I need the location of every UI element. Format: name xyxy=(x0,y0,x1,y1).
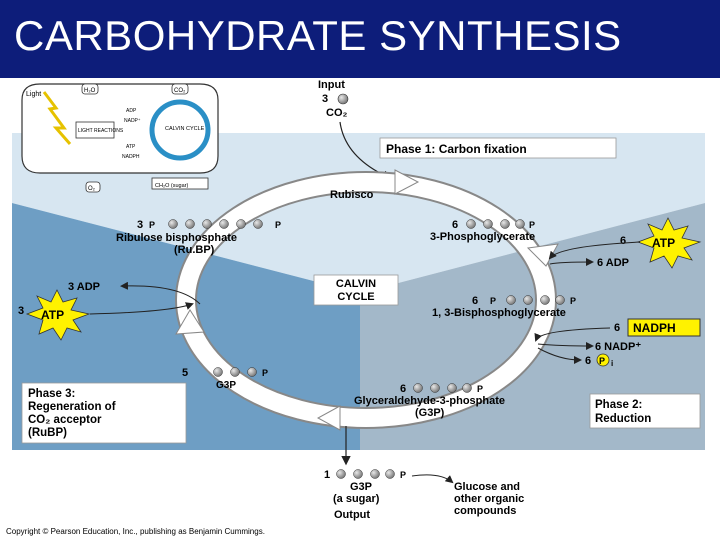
atp3-count: 3 xyxy=(18,305,24,317)
bpg-count: 6 xyxy=(472,295,478,307)
inset-sugar: CH₂O (sugar) xyxy=(155,183,188,189)
adp6-label: 6 ADP xyxy=(597,257,629,269)
g3p5-count: 5 xyxy=(182,367,188,379)
pga-p: P xyxy=(529,220,535,230)
inset-calvin-label: CALVIN CYCLE xyxy=(165,126,205,132)
glucose-line3: compounds xyxy=(454,505,516,517)
output-group: 1 P G3P (a sugar) Output Glucose and oth… xyxy=(324,426,524,521)
rubp-abbr: (Ru.BP) xyxy=(174,244,215,256)
atp3-group: 3 ADP 3 ATP xyxy=(18,281,201,341)
input-molecule: CO₂ xyxy=(326,107,348,119)
g3p6-name: Glyceraldehyde-3-phosphate xyxy=(354,395,505,407)
rubisco-label: Rubisco xyxy=(330,189,374,201)
inset-o2: O₂ xyxy=(88,186,96,192)
g3p6-abbr: (G3P) xyxy=(415,407,445,419)
phase2-line1: Phase 2: xyxy=(595,399,642,411)
inset-co2: CO₂ xyxy=(174,88,186,94)
nadph-label: NADPH xyxy=(633,321,676,335)
atp3-starburst-icon xyxy=(25,289,91,341)
phase3-line4: (RuBP) xyxy=(28,427,67,439)
rubp-name: Ribulose bisphosphate xyxy=(116,232,237,244)
g3p6-p: P xyxy=(477,384,483,394)
inset-light-label: Light xyxy=(26,91,41,98)
pga-count: 6 xyxy=(452,219,458,231)
output-sugar: (a sugar) xyxy=(333,493,380,505)
g3p5-name: G3P xyxy=(216,380,236,391)
bpg-p1: P xyxy=(490,296,496,306)
input-count: 3 xyxy=(322,93,328,105)
center-line2: CYCLE xyxy=(337,291,374,303)
g3p5-p: P xyxy=(262,368,268,378)
phase3-line3: CO₂ acceptor xyxy=(28,414,102,426)
inset-adp: ADP xyxy=(126,108,137,114)
inset-h2o: H₂O xyxy=(84,88,96,94)
bpg-p2: P xyxy=(570,296,576,306)
center-line1: CALVIN xyxy=(336,278,376,290)
g3p6-count: 6 xyxy=(400,383,406,395)
atp3-label: ATP xyxy=(41,308,64,322)
bpg-name: 1, 3-Bisphosphoglycerate xyxy=(432,307,566,319)
atp6-group: 6 ATP 6 ADP xyxy=(548,217,702,269)
pi-circle xyxy=(596,353,610,367)
copyright-text: Copyright © Pearson Education, Inc., pub… xyxy=(6,527,265,536)
nadp6-label: 6 NADP⁺ xyxy=(595,341,641,353)
phase3-line2: Regeneration of xyxy=(28,401,116,413)
pi-label: P xyxy=(599,356,605,366)
rubp-p1: P xyxy=(149,220,155,230)
pga-group: 6 P 3-Phosphoglycerate xyxy=(430,219,535,243)
cycle-arrowhead-top xyxy=(394,169,420,195)
inset-nadp: NADP⁺ xyxy=(124,118,141,124)
g3p6-group: 6 P Glyceraldehyde-3-phosphate (G3P) xyxy=(354,383,505,419)
rubp-p2: P xyxy=(275,220,281,230)
slide-title: CARBOHYDRATE SYNTHESIS xyxy=(14,12,622,59)
pi-count: 6 xyxy=(585,355,591,367)
inset-calvin-circle xyxy=(149,99,211,161)
bpg-group: 6 P P 1, 3-Bisphosphoglycerate xyxy=(432,295,576,319)
atp6-label: ATP xyxy=(652,236,675,250)
nadph-box xyxy=(627,318,701,337)
nadph6-count: 6 xyxy=(614,322,620,334)
glucose-line2: other organic xyxy=(454,493,524,505)
input-label: Input xyxy=(318,79,345,91)
calvin-cycle-diagram: Light LIGHT REACTIONS H₂O CO₂ O₂ CALVIN … xyxy=(6,79,705,536)
co2-molecule-icon xyxy=(337,93,349,105)
nadph-group: 6 NADPH 6 NADP⁺ 6 P i xyxy=(534,318,701,368)
cycle-arrowhead-bottom xyxy=(316,405,341,431)
inset-atp: ATP xyxy=(126,144,136,150)
phase3-line1: Phase 3: xyxy=(28,388,75,400)
lightning-icon xyxy=(42,91,72,145)
output-p: P xyxy=(400,470,406,480)
atp6-starburst-icon xyxy=(636,217,702,269)
atp6-count: 6 xyxy=(620,235,626,247)
adp3-label: 3 ADP xyxy=(68,281,100,293)
output-label: Output xyxy=(334,509,370,521)
inset-nadph: NADPH xyxy=(122,154,140,160)
phase1-label: Phase 1: Carbon fixation xyxy=(386,142,527,156)
output-molecule: G3P xyxy=(350,481,372,493)
g3p5-group: 5 P G3P xyxy=(182,367,268,391)
cycle-arrowhead-left xyxy=(175,309,205,335)
pi-sub: i xyxy=(611,359,613,368)
rubp-group: 3 P P Ribulose bisphosphate (Ru.BP) xyxy=(116,219,281,256)
output-count: 1 xyxy=(324,469,330,481)
title-bar: CARBOHYDRATE SYNTHESIS xyxy=(0,0,720,78)
phase2-line2: Reduction xyxy=(595,413,651,425)
glucose-line1: Glucose and xyxy=(454,481,520,493)
pga-name: 3-Phosphoglycerate xyxy=(430,231,535,243)
rubp-count: 3 xyxy=(137,219,143,231)
inset-chloroplast: Light LIGHT REACTIONS H₂O CO₂ O₂ CALVIN … xyxy=(21,83,219,193)
inset-light-reactions: LIGHT REACTIONS xyxy=(78,128,124,134)
